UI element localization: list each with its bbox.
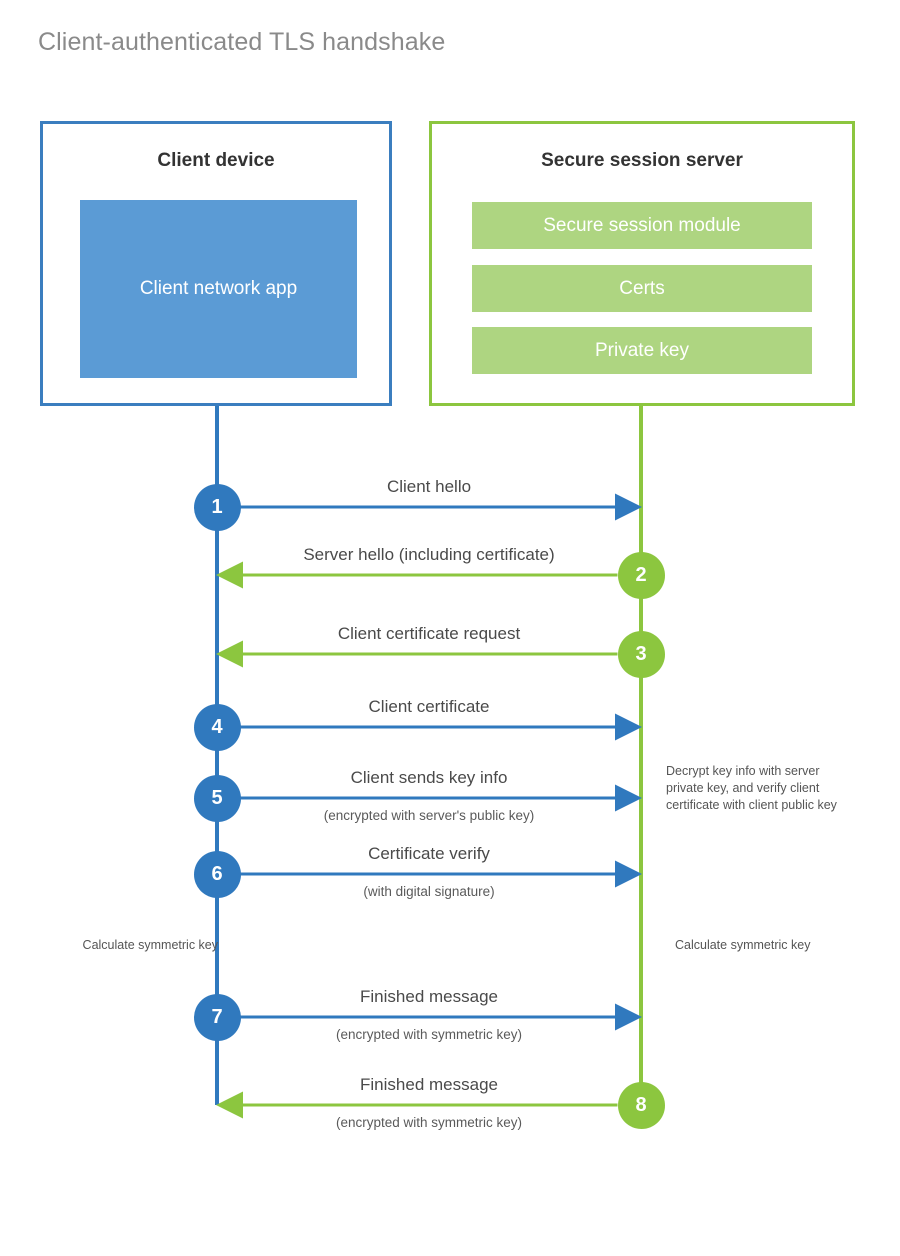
message-label-4: Client certificate: [368, 697, 490, 716]
message-sublabel-6: (with digital signature): [363, 884, 495, 899]
server-module-label: Certs: [619, 277, 665, 299]
message-sublabel-8: (encrypted with symmetric key): [335, 1115, 523, 1130]
secure-session-server-box: Secure session server Secure session mod…: [429, 121, 855, 406]
server-module-private-key: Private key: [472, 327, 812, 374]
step-badge-3[interactable]: 3: [617, 630, 665, 678]
message-label-1: Client hello: [386, 477, 472, 496]
step-badge-7[interactable]: 7: [193, 993, 241, 1041]
message-label-5: Client sends key info: [350, 768, 508, 787]
client-network-app-block: Client network app: [80, 200, 357, 378]
message-arrow-group: [216, 493, 642, 1119]
step-badge-2[interactable]: 2: [617, 551, 665, 599]
note-calculate-symmetric-key-server: Calculate symmetric key: [675, 938, 811, 952]
message-label-2: Server hello (including certificate): [303, 545, 555, 564]
step-badge-5[interactable]: 5: [193, 774, 241, 822]
message-label-6: Certificate verify: [368, 844, 490, 863]
page-title: Client-authenticated TLS handshake: [38, 28, 446, 56]
note-decrypt-key-info: Decrypt key info with server private key…: [666, 764, 837, 812]
client-device-title: Client device: [157, 150, 275, 171]
secure-session-server-title: Secure session server: [541, 150, 743, 171]
message-sublabel-7: (encrypted with symmetric key): [335, 1027, 523, 1042]
step-badge-4[interactable]: 4: [193, 703, 241, 751]
step-badge-8[interactable]: 8: [617, 1081, 665, 1129]
server-module-certs: Certs: [472, 265, 812, 312]
message-label-7: Finished message: [360, 987, 498, 1006]
message-label-3: Client certificate request: [337, 624, 521, 643]
step-badge-1[interactable]: 1: [193, 483, 241, 531]
client-device-box: Client device Client network app: [40, 121, 392, 406]
message-sublabel-5: (encrypted with server's public key): [323, 808, 535, 823]
step-badge-6[interactable]: 6: [193, 850, 241, 898]
message-label-8: Finished message: [360, 1075, 498, 1094]
client-network-app-label: Client network app: [139, 278, 298, 299]
server-module-secure-session-module: Secure session module: [472, 202, 812, 249]
server-module-label: Private key: [595, 339, 689, 361]
note-calculate-symmetric-key-client: Calculate symmetric key: [82, 938, 218, 952]
server-module-label: Secure session module: [543, 214, 741, 236]
